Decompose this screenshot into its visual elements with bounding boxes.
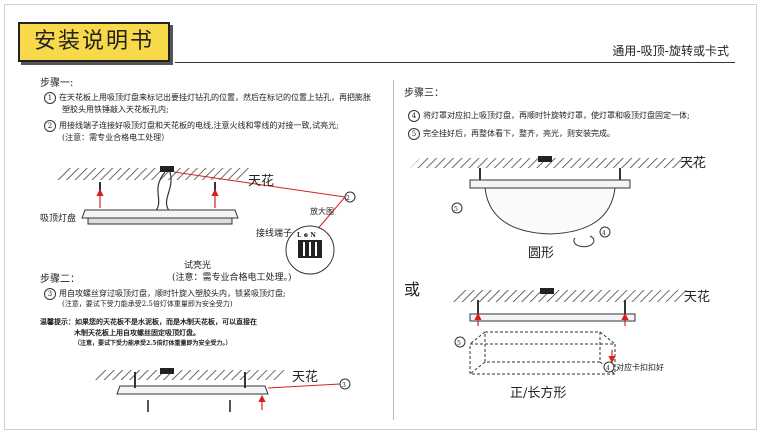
step1-text1a: 在天花板上用吸顶灯盘来标记出要挂灯钻孔的位置，然后在标记的位置上钻孔，再把膨胀 [59,93,371,102]
step3-round-diagram [410,156,700,248]
square-shade [469,331,616,375]
step2-note3: (注意，要试下受力能承受2.5倍灯体重量即为安全受力) [62,300,233,308]
test-light-note: (注意：需专业合格电工处理。) [172,273,292,283]
warm-tip-line3: （注意，要试下受力能承受2.5倍灯体重量即为安全受力。） [74,340,232,347]
ceiling-hatch-1 [52,168,250,180]
badge-label-4b: 4 [606,365,610,372]
badge-label-4a: 4 [602,230,606,237]
leader-1 [173,171,346,198]
step2-text3: 用自攻螺丝穿过吸顶灯盘，顺时针旋入塑胶头内，锁紧吸顶灯盘; [59,289,286,298]
step3-square-diagram [450,288,690,375]
terminal-label: 接线端子 [256,229,293,239]
ceiling-label-4: 天花 [684,290,711,305]
badge-label-3: 3 [342,382,346,389]
lamp-disk-1 [81,209,239,219]
clip-label: 对应卡扣扣好 [616,363,664,372]
step-number-1: 1 [44,92,56,104]
ceiling-label-2: 天花 [292,370,319,385]
badge-circle-1 [344,191,356,203]
zoom-label: 放大图 [310,207,334,216]
step-number-3: 3 [44,288,56,300]
ceiling-hatch-2 [90,370,290,380]
badge-label-5a: 5 [454,206,458,213]
ceiling-hatch-4 [450,290,690,302]
step-number-2: 2 [44,120,56,132]
terminal-letters: L ⊕ N [297,232,316,239]
badge-label-1: 2 [346,195,350,202]
ceiling-hatch-3 [410,158,700,168]
lamp-disk-4 [469,313,636,322]
step1-text1b: 塑胶头用铁锤敲入天花板孔内; [62,105,169,114]
badge-label-5b: 5 [457,340,461,347]
rotate-arrow [573,235,595,248]
step3-heading: 步骤三： [404,88,444,99]
lamp-disk-3 [469,179,631,189]
wires-1 [154,171,166,213]
step1-heading: 步骤一: [40,78,74,89]
step1-text2: 用接线端子连接好吸顶灯盘和天花板的电线,注意火线和零线的对接一致,试亮光; [59,121,339,130]
ceiling-label-3: 天花 [680,156,707,171]
test-light-label: 试亮光 [184,261,212,271]
page-title: 安装说明书 [18,22,170,62]
ceiling-label-1: 天花 [248,174,275,189]
step-number-5: 5 [408,128,420,140]
header-divider [175,62,735,63]
round-label: 圆形 [528,246,555,261]
step-number-4: 4 [408,110,420,122]
column-divider [393,80,394,420]
step2-heading: 步骤二： [40,274,80,285]
round-shade [484,187,616,235]
step1-diagram [52,166,356,275]
step1-note2: (注意：需专业合格电工处理） [62,133,170,142]
lamp-disk-2 [116,385,269,395]
warm-tip-line1: 温馨提示：如果您的天花板不是水泥板，而是木制天花板，可以直接在 [40,317,257,326]
step3-text5: 完全挂好后，再整体看下，整齐，亮光，则安装完成。 [423,129,615,138]
square-label: 正/长方形 [510,386,567,401]
or-label: 或 [404,280,421,299]
wire-connector-1 [160,166,174,172]
badge-circle-3 [339,378,351,390]
page-subtitle: 通用-吸顶-旋转或卡式 [612,44,729,58]
step3-text4: 将灯罩对应扣上吸顶灯盘，再顺时针旋转灯罩，使灯罩和吸顶灯盘固定一体; [423,111,690,120]
page-border [4,4,757,430]
warm-tip-line2: 木制天花板上用自攻螺丝固定吸顶灯盘。 [74,328,200,337]
step2-diagram [90,368,351,412]
lamp-disk-label: 吸顶灯盘 [40,214,77,224]
